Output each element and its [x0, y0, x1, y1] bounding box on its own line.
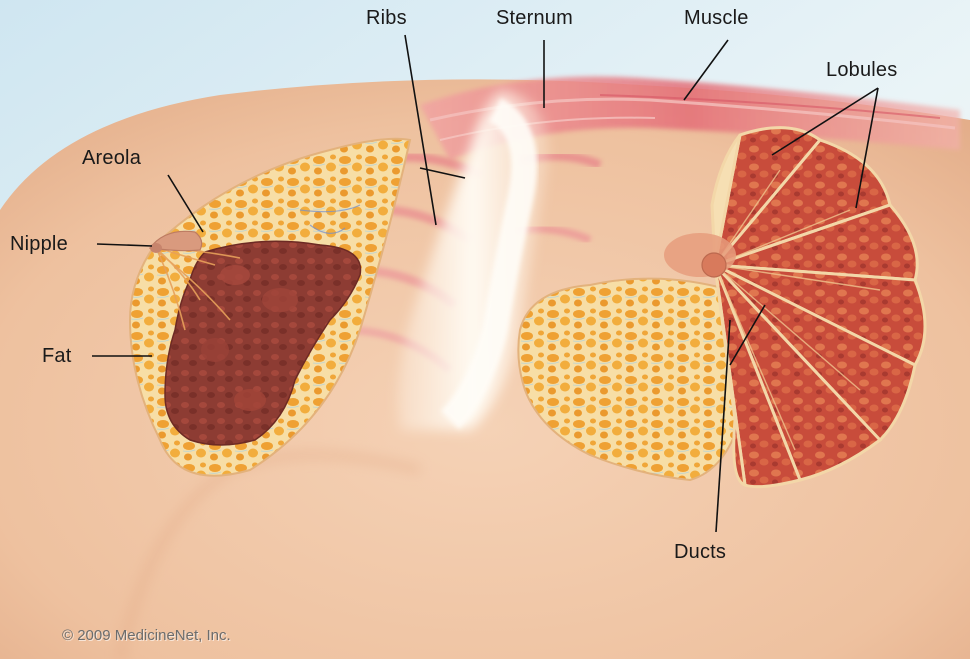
label-lobules: Lobules [826, 60, 897, 80]
label-muscle: Muscle [684, 8, 749, 28]
label-ducts: Ducts [674, 542, 726, 562]
left-nipple [150, 243, 162, 253]
label-nipple: Nipple [10, 234, 68, 254]
right-nipple [702, 253, 726, 277]
label-areola: Areola [82, 148, 141, 168]
label-ribs: Ribs [366, 8, 407, 28]
label-sternum: Sternum [496, 8, 573, 28]
label-fat: Fat [42, 346, 72, 366]
copyright-notice: © 2009 MedicineNet, Inc. [62, 627, 231, 644]
